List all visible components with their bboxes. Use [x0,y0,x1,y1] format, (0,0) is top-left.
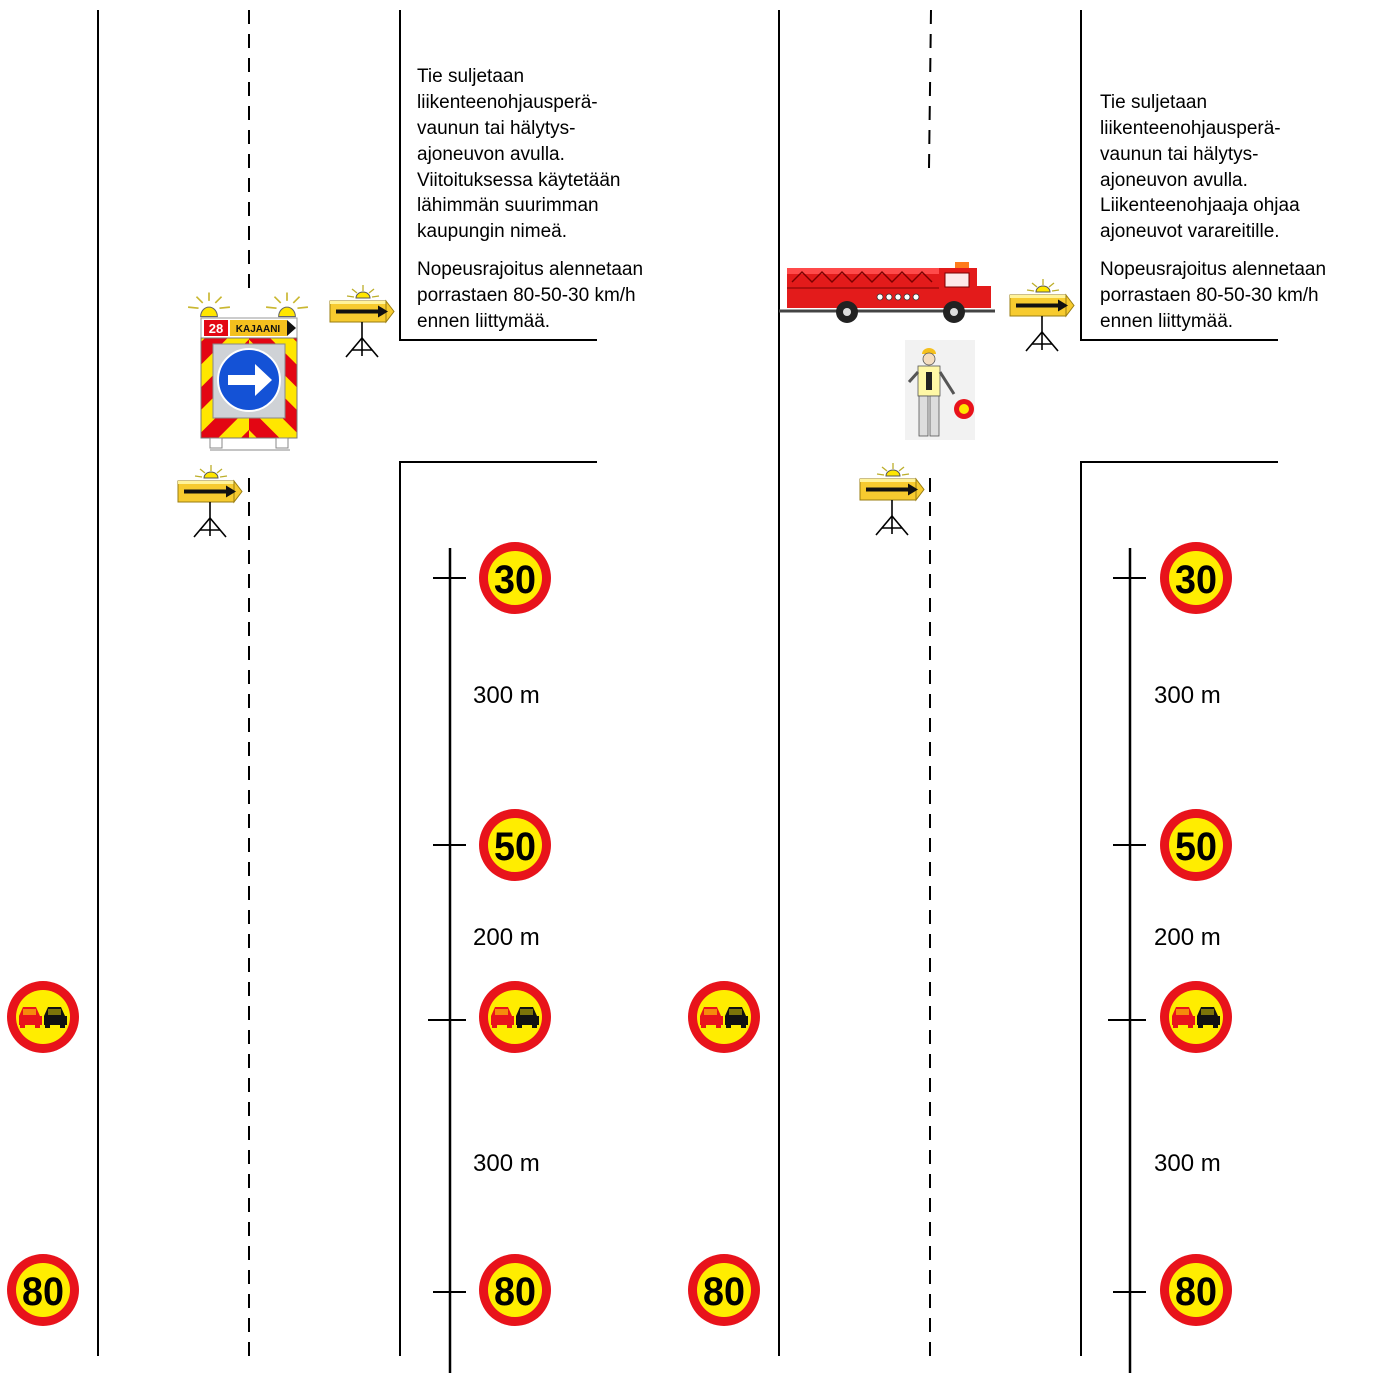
speed-limit-sign-30: 30 [1160,542,1232,614]
panel-left: Tie suljetaan liikenteenohjausperä- vaun… [7,10,648,1373]
fire-truck-icon [779,262,995,323]
no-overtaking-sign [1160,981,1232,1053]
arrow-board-icon [859,462,925,536]
svg-text:80: 80 [494,1270,536,1314]
note-text: Tie suljetaan liikenteenohjausperä- vaun… [1100,92,1331,332]
distance-label: 300 m [1154,1150,1221,1177]
arrow-board-icon [1009,278,1075,352]
speed-limit-sign-50: 50 [1160,809,1232,881]
speed-limit-sign-30: 30 [479,542,551,614]
speed-limit-sign-50: 50 [479,809,551,881]
speed-limit-sign-80: 80 [479,1254,551,1326]
svg-text:50: 50 [1175,825,1217,869]
distance-label: 200 m [473,924,540,951]
arrow-board-icon [329,284,395,358]
distance-label: 300 m [1154,682,1221,709]
distance-label: 300 m [473,1150,540,1177]
traffic-controller-person-icon [905,340,975,440]
svg-text:80: 80 [22,1270,64,1314]
speed-limit-sign-80: 80 [7,1254,79,1326]
traffic-control-trailer: 28 KAJAANI [187,291,309,451]
side-road-edge-lower [399,461,597,1356]
svg-text:30: 30 [1175,558,1217,602]
side-road-edge-upper [399,10,597,341]
route-number-badge [204,320,228,336]
destination-name: KAJAANI [236,324,281,335]
speed-limit-sign-80: 80 [1160,1254,1232,1326]
panel-right: Tie suljetaan liikenteenohjausperä- vaun… [688,9,1331,1373]
svg-text:80: 80 [703,1270,745,1314]
svg-text:50: 50 [494,825,536,869]
distance-label: 300 m [473,682,540,709]
no-overtaking-sign [688,981,760,1053]
arrow-board-icon [177,464,243,538]
route-number: 28 [209,321,223,336]
distance-label: 200 m [1154,924,1221,951]
side-road-edge-upper [1080,10,1278,341]
svg-text:80: 80 [1175,1270,1217,1314]
lane-centerline-upper [928,9,932,169]
side-road-edge-lower [1080,461,1278,1356]
note-text: Tie suljetaan liikenteenohjausperä- vaun… [417,66,648,332]
speed-limit-sign-80: 80 [688,1254,760,1326]
no-overtaking-sign [7,981,79,1053]
svg-text:30: 30 [494,558,536,602]
beacon-light-icon [265,291,309,318]
beacon-light-icon [187,291,231,318]
no-overtaking-sign [479,981,551,1053]
